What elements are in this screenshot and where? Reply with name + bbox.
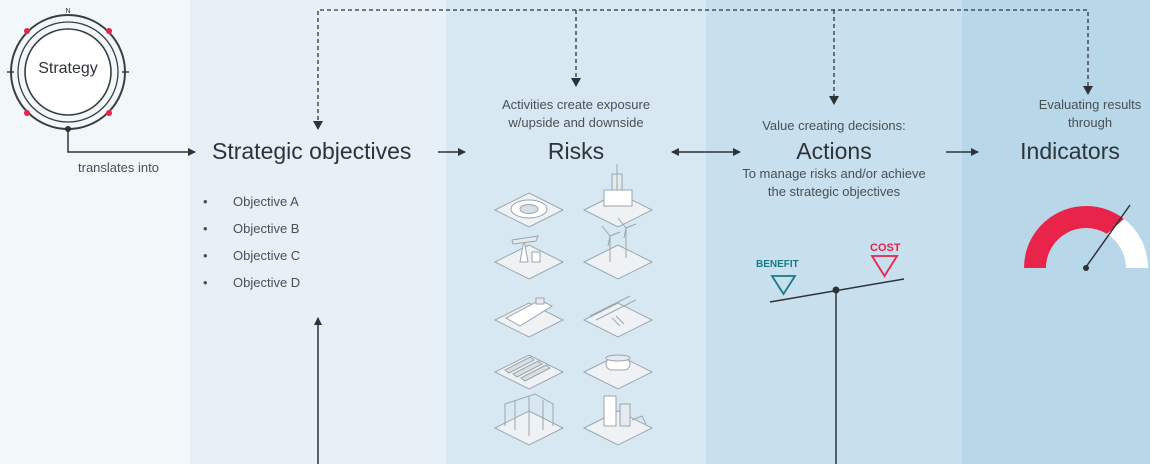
indicator-gauge-icon	[1024, 204, 1148, 271]
wind-turbines-icon	[582, 217, 654, 280]
strategy-label: Strategy	[38, 60, 98, 77]
oil-rig-icon	[582, 164, 654, 228]
indicators-desc-line2: through	[1067, 115, 1113, 130]
objective-item: Objective A	[203, 188, 300, 215]
balance-scale-icon	[769, 255, 905, 464]
column-actions	[706, 0, 962, 464]
objective-item: Objective C	[203, 242, 300, 269]
actions-title: Actions	[796, 138, 872, 164]
risks-title: Risks	[547, 138, 605, 164]
objectives-title: Strategic objectives	[212, 138, 412, 164]
processing-plant-icon	[582, 395, 654, 446]
actions-desc-line2: To manage risks and/or achieve	[742, 166, 926, 181]
column-risks	[446, 0, 706, 464]
arrowhead-objectives	[313, 121, 323, 130]
benefit-triangle-icon	[770, 275, 797, 296]
feedback-dashed-line	[317, 9, 1089, 127]
actions-desc-line1: Value creating decisions:	[762, 118, 906, 133]
benefit-label: BENEFIT	[756, 259, 799, 270]
actions-desc-line3: the strategic objectives	[767, 184, 901, 199]
risk-icons-grid	[493, 164, 654, 446]
arrowhead-actions	[829, 96, 839, 105]
pipeline-icon	[582, 295, 654, 338]
risks-desc-line2: w/upside and downside	[508, 115, 644, 130]
pump-jack-icon	[493, 235, 565, 280]
indicators-desc-line1: Evaluating results	[1038, 97, 1142, 112]
objectives-list: Objective A Objective B Objective C Obje…	[203, 188, 300, 296]
objective-item: Objective D	[203, 269, 300, 296]
cost-triangle-icon	[870, 255, 899, 278]
indicators-title: Indicators	[1020, 138, 1120, 164]
arrow-strategy-to-objectives	[67, 129, 196, 156]
translates-into-label: translates into	[78, 160, 159, 175]
compass-north-label: N	[65, 8, 71, 15]
cost-label: COST	[870, 242, 901, 254]
offshore-platform-top-icon	[493, 192, 565, 228]
strategy-compass-icon	[7, 14, 129, 132]
arrowhead-indicators	[1083, 86, 1093, 95]
arrowhead-risks	[571, 78, 581, 87]
risks-desc-line1: Activities create exposure	[501, 97, 651, 112]
solar-field-icon	[493, 354, 565, 390]
storage-tank-icon	[582, 354, 654, 390]
tanker-ship-icon	[493, 297, 565, 338]
objective-item: Objective B	[203, 215, 300, 242]
refinery-structure-icon	[493, 393, 565, 446]
